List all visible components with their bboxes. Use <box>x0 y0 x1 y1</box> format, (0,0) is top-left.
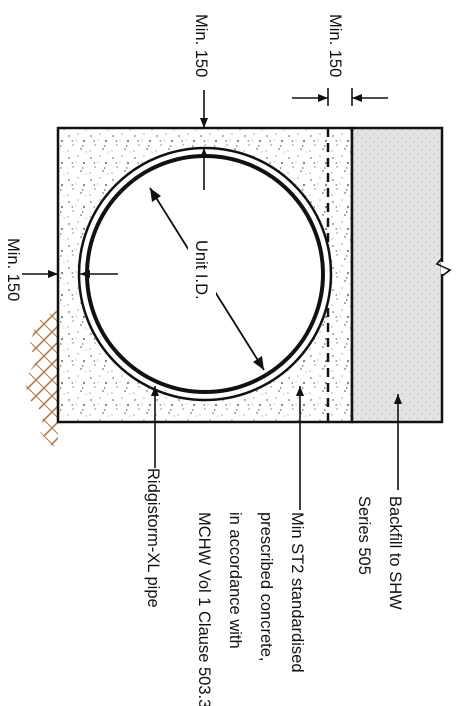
concrete-callout-line-3: in accordance with <box>226 512 244 649</box>
backfill-callout: Backfill to SHW Series 505 <box>355 496 404 610</box>
min-150-side-offset-label: Min. 150 <box>326 14 344 77</box>
min-150-side-cover-label: Min. 150 <box>4 238 22 301</box>
pipe-callout-line: Ridgistorm-XL pipe <box>144 468 162 608</box>
concrete-callout-line-2: prescribed concrete, <box>257 512 275 662</box>
pipe-callout: Ridgistorm-XL pipe <box>144 468 162 608</box>
backfill-zone <box>350 126 444 424</box>
min-150-top-cover-label: Min. 150 <box>192 14 210 77</box>
backfill-callout-line-1: Backfill to SHW <box>386 496 404 610</box>
concrete-callout-line-4: MCHW Vol 1 Clause 503.3 iii) <box>195 512 213 706</box>
concrete-callout: Min ST2 standardised prescribed concrete… <box>195 512 306 706</box>
concrete-callout-line-1: Min ST2 standardised <box>288 512 306 673</box>
natural-ground-hatch <box>24 310 58 446</box>
backfill-callout-line-2: Series 505 <box>355 496 373 575</box>
unit-id-label: Unit I.D. <box>192 240 210 300</box>
